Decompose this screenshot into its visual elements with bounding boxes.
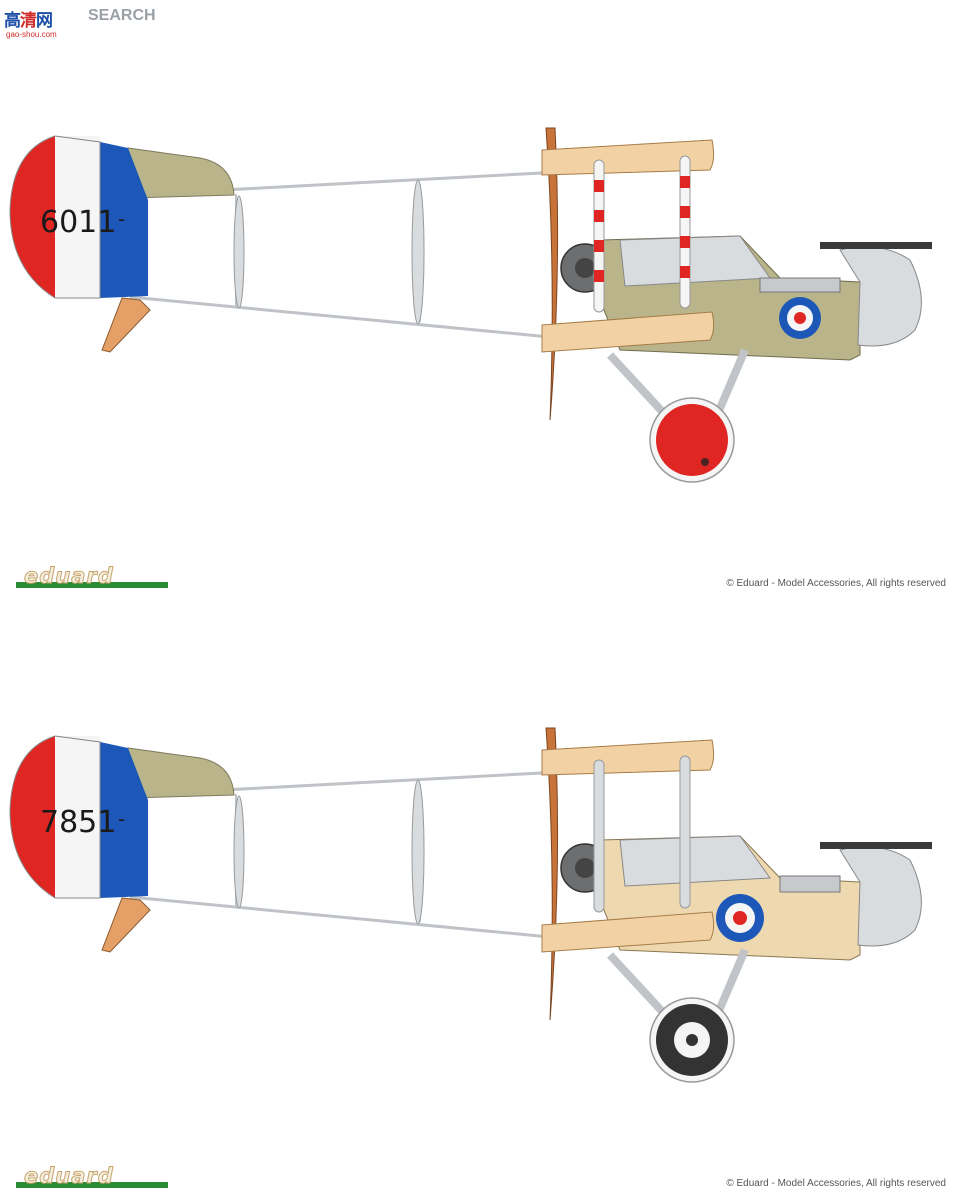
machine-gun xyxy=(820,242,932,249)
eduard-logo: eduard xyxy=(16,564,171,590)
upper-wing xyxy=(541,139,715,176)
serial-dash: - xyxy=(118,807,125,831)
watermark-url: gao-shou.com xyxy=(6,30,57,39)
boom-strut xyxy=(233,195,245,309)
serial-number: 7851 xyxy=(40,805,116,840)
roundel xyxy=(779,297,821,339)
watermark: 高清网 SEARCH gao-shou.com xyxy=(4,4,164,40)
lower-wing xyxy=(541,311,715,353)
undercarriage-leg xyxy=(607,952,673,1023)
tailplane xyxy=(127,747,235,799)
eduard-logo: eduard xyxy=(16,1164,171,1190)
aircraft-profile-1: 6011 - xyxy=(9,127,946,590)
aircraft-profile-2: 7851 - eduard © Ed xyxy=(0,600,960,1200)
tail-skid xyxy=(101,297,151,353)
serial-dash: - xyxy=(118,207,125,231)
watermark-label: SEARCH xyxy=(88,7,156,24)
serial-number: 6011 xyxy=(40,205,116,240)
upper-wing xyxy=(541,739,715,776)
rudder xyxy=(9,135,148,299)
copyright-notice: © Eduard - Model Accessories, All rights… xyxy=(726,1178,946,1189)
wheel xyxy=(649,997,735,1083)
boom-strut xyxy=(233,795,245,909)
lower-wing xyxy=(541,911,715,953)
undercarriage-leg xyxy=(607,352,673,423)
boom-strut xyxy=(411,179,425,325)
lower-boom xyxy=(129,895,561,940)
roundel xyxy=(716,894,764,942)
copyright-notice: © Eduard - Model Accessories, All rights… xyxy=(726,578,946,589)
aircraft-illustration: 7851 - xyxy=(9,727,932,1083)
wheel xyxy=(649,397,735,483)
lower-boom xyxy=(129,295,561,340)
rudder xyxy=(9,735,148,899)
interplane-struts xyxy=(593,755,691,913)
tail-skid xyxy=(101,897,151,953)
boom-strut xyxy=(411,779,425,925)
tailplane xyxy=(127,147,235,199)
interplane-struts xyxy=(593,155,691,313)
machine-gun xyxy=(820,842,932,849)
watermark-logo: 高清网 xyxy=(4,11,53,31)
aircraft-illustration: 6011 - xyxy=(9,127,932,483)
